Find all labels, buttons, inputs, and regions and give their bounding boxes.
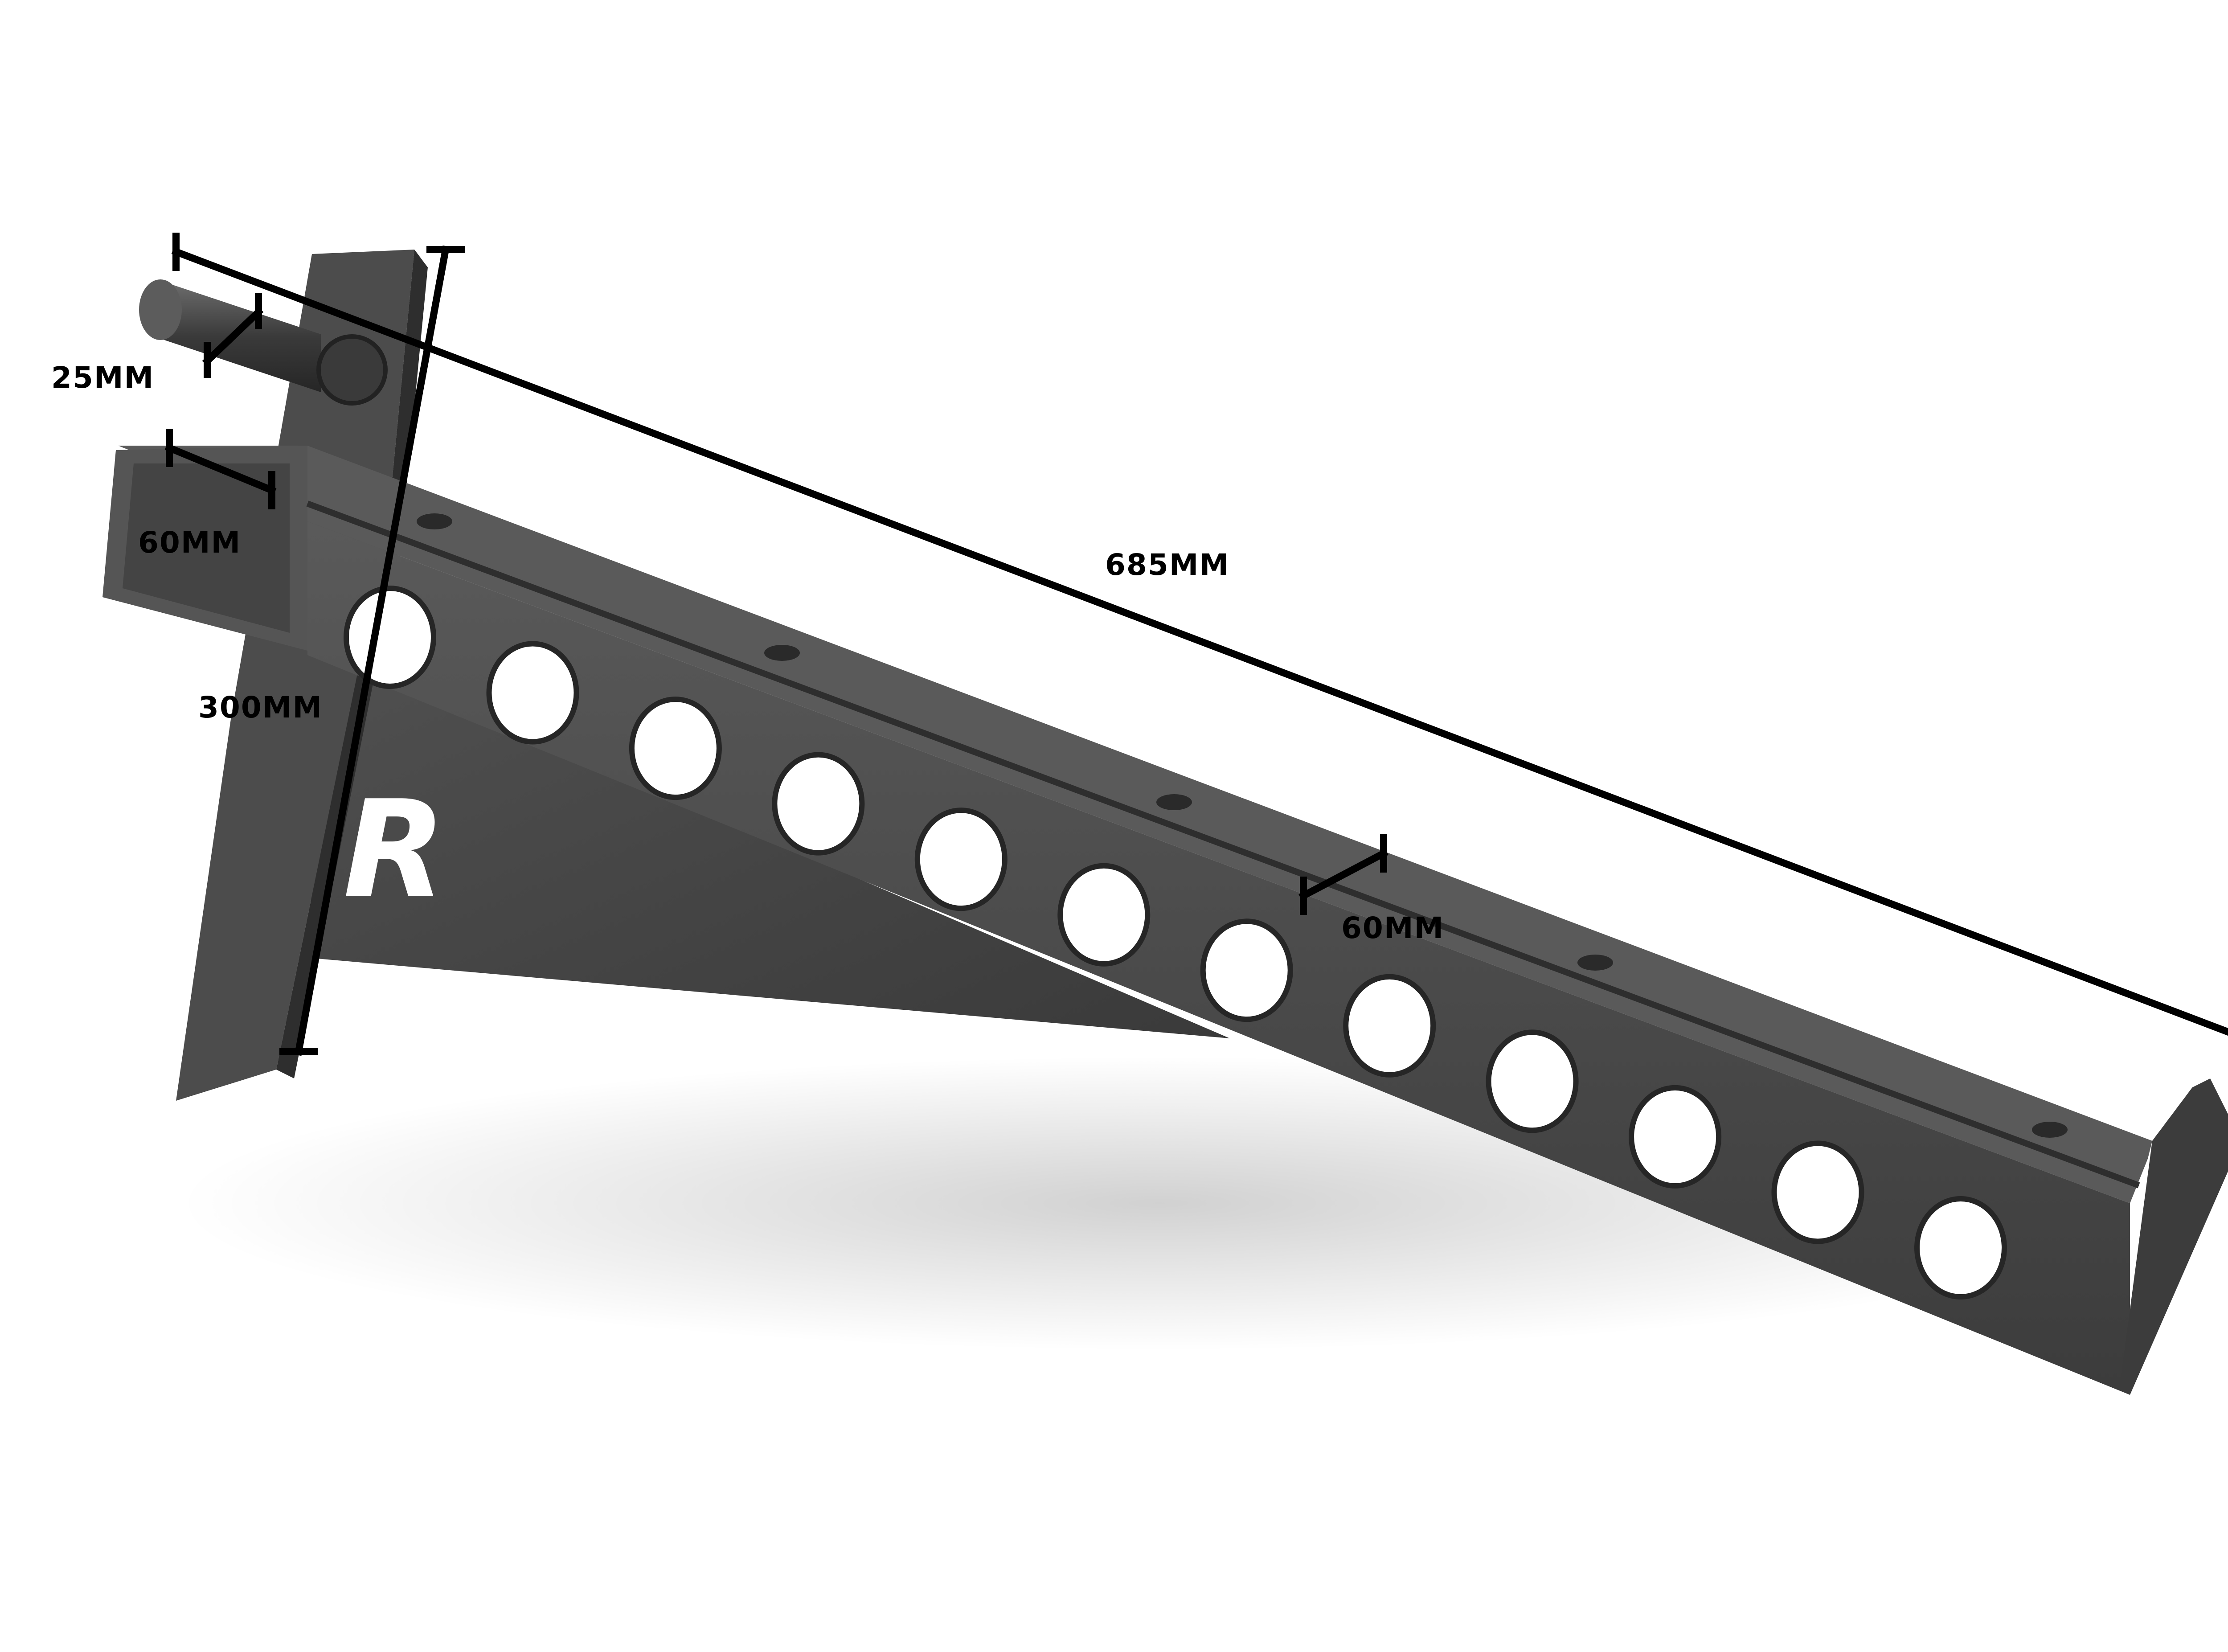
- tube-seam: [306, 500, 2140, 1189]
- adjustment-hole: [1343, 974, 1436, 1078]
- adjustment-hole: [1771, 1140, 1864, 1244]
- bolt-head: [1577, 955, 1613, 971]
- dim-label-pin: 25MM: [51, 361, 154, 395]
- adjustment-hole: [1486, 1029, 1579, 1133]
- gusset-plate: [307, 655, 1230, 1038]
- arm-tube-top: [118, 446, 2152, 1203]
- dim-label-tube: 60MM: [138, 525, 241, 560]
- bolt-head: [1156, 794, 1192, 810]
- adjustment-hole: [1629, 1085, 1722, 1189]
- mounting-plate-edge: [276, 250, 428, 1078]
- pin-knob: [316, 334, 388, 406]
- dim-line-spacing: [1298, 849, 1388, 901]
- adjustment-hole: [344, 586, 436, 689]
- end-hook-plate: [2121, 1078, 2228, 1395]
- bolt-head: [764, 645, 800, 661]
- arm-tube-end-inner: [123, 463, 290, 633]
- dimension-lines: [164, 233, 2228, 1056]
- dim-label-length: 685MM: [1105, 548, 1229, 582]
- dim-line-length: [171, 247, 2228, 1036]
- dim-label-spacing: 60MM: [1341, 911, 1444, 945]
- bolt-head: [2032, 1122, 2068, 1138]
- mounting-plate: [176, 250, 414, 1101]
- safety-pin-body: [160, 281, 321, 392]
- adjustment-hole: [914, 808, 1008, 911]
- dim-line-pin: [202, 307, 264, 366]
- bolt-heads: [417, 513, 2068, 1138]
- adjustment-hole: [1200, 918, 1293, 1022]
- dim-label-height: 300MM: [198, 690, 323, 725]
- safety-pin-end: [139, 279, 182, 340]
- adjustment-hole: [486, 641, 579, 745]
- adjustment-hole: [772, 752, 865, 856]
- adjustment-holes: [344, 586, 2007, 1299]
- brand-logo: R: [343, 772, 446, 927]
- bolt-head: [417, 513, 452, 529]
- adjustment-hole: [1914, 1196, 2007, 1299]
- dim-line-height: [294, 245, 450, 1056]
- adjustment-hole: [1057, 863, 1151, 967]
- adjustment-hole: [629, 697, 722, 800]
- dim-line-tube: [164, 443, 277, 495]
